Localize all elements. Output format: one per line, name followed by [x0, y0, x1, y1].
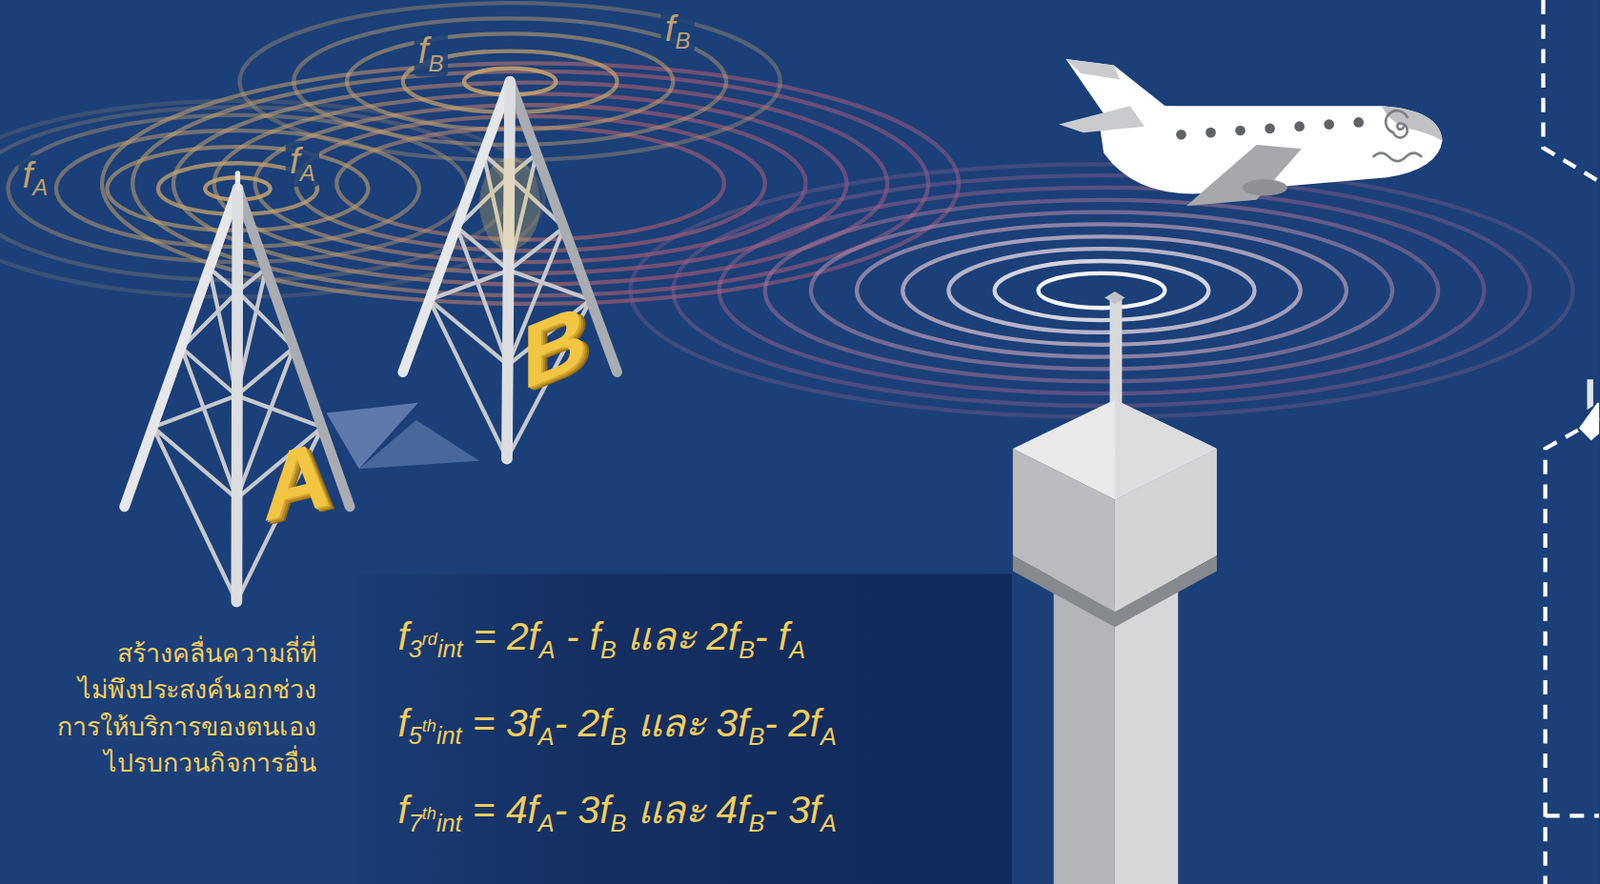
subscript: A	[538, 723, 555, 750]
text-line: สร้างคลื่นความถี่ที่	[57, 634, 317, 672]
subscript: A	[32, 175, 48, 202]
ordinal: th	[422, 716, 437, 736]
subscript: A	[789, 636, 806, 664]
frequency-label: fB	[661, 8, 695, 56]
subscript: A	[538, 810, 555, 838]
subscript: A	[300, 161, 316, 187]
frequency-label: fB	[414, 30, 448, 78]
text-line: ไปรบกวนกิจการอื่น	[57, 744, 317, 782]
text-line: การให้บริการของตนเอง	[57, 708, 317, 746]
ordinal: th	[422, 803, 437, 823]
subscript: 3rdint	[408, 636, 464, 664]
tower-a	[124, 173, 351, 603]
subscript: B	[600, 636, 617, 664]
dashed-boundary	[1542, 0, 1600, 884]
note-text: สร้างคลื่นความถี่ที่ ไม่พึงประสงค์นอกช่ว…	[57, 634, 317, 782]
ordinal: rd	[422, 629, 438, 649]
tower-letter: A	[263, 425, 331, 536]
formula-line: f5thint = 3fA- 2fB และ 3fB- 2fA	[397, 687, 837, 774]
airplane	[1058, 59, 1442, 206]
text-line: ไม่พึงประสงค์นอกช่วง	[57, 670, 317, 709]
tower-letter: B	[522, 288, 588, 406]
formula-line: f7thint = 4fA- 3fB และ 4fB- 3fA	[397, 773, 837, 861]
subscript: B	[749, 723, 766, 750]
subscript: 7thint	[408, 810, 463, 838]
tower-waves	[629, 163, 1573, 417]
frequency-label: fA	[285, 141, 320, 188]
subscript: B	[738, 636, 755, 664]
formula-panel: f3rdint = 2fA - fB และ 2fB- fAf5thint = …	[357, 574, 1013, 884]
frequency-label: fA	[18, 155, 52, 203]
control-tower	[1012, 291, 1217, 884]
subscript: B	[428, 50, 445, 77]
subscript: B	[609, 723, 627, 750]
small-airplane	[1579, 379, 1600, 441]
subscript: A	[820, 723, 837, 750]
subscript: A	[820, 810, 837, 838]
formula-line: f3rdint = 2fA - fB และ 2fB- fA	[397, 599, 806, 687]
intermod-waves	[101, 62, 959, 304]
subscript: B	[675, 28, 691, 55]
tower-b	[403, 81, 618, 460]
subscript: B	[609, 810, 627, 838]
subscript: B	[749, 810, 766, 838]
subscript: A	[539, 636, 556, 664]
beams	[326, 403, 481, 470]
subscript: 5thint	[408, 723, 463, 750]
